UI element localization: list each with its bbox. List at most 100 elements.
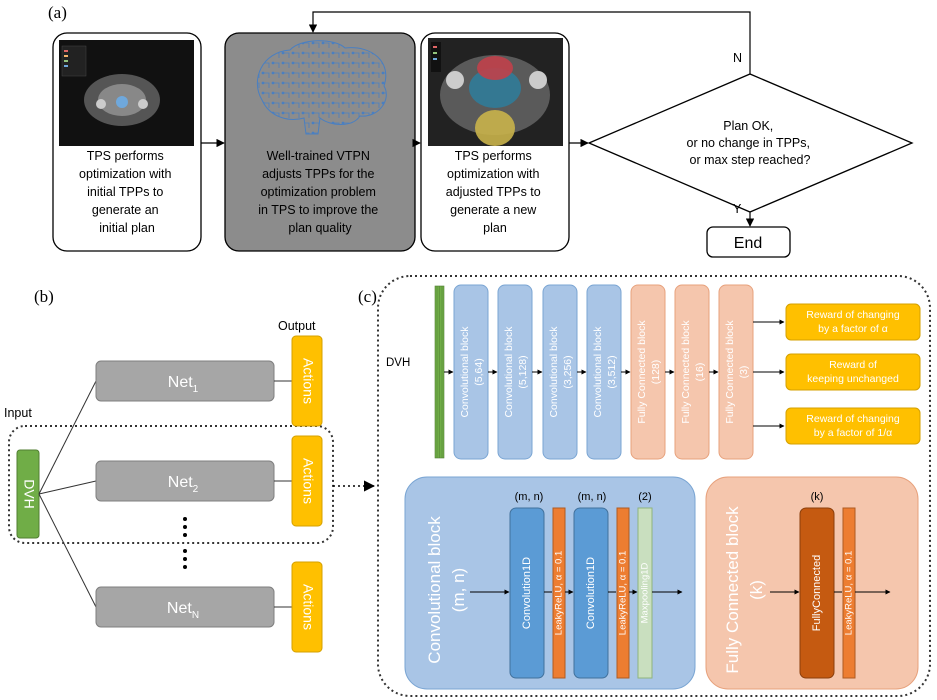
step1-line1: TPS performs <box>87 149 164 163</box>
reward-unchanged: Reward of keeping unchanged <box>785 353 921 391</box>
netN-name: Net <box>167 600 192 617</box>
no-label: N <box>733 51 742 65</box>
svg-text:Convolutional block(m, n): Convolutional block(m, n) <box>425 516 468 664</box>
step2-box: Well-trained VTPN adjusts TPPs for the o… <box>224 32 416 252</box>
svg-text:Convolutional block(3,256): Convolutional block(3,256) <box>548 326 574 418</box>
svg-text:Plan OK, or no change in: Plan OK, or no change in TPPs, or max st… <box>687 119 814 167</box>
leakyrelu-layer-1 <box>552 507 566 679</box>
step2-line5: plan quality <box>288 221 352 235</box>
netN: NetN <box>95 586 275 628</box>
conv1d-layer-2-label: Convolution1D <box>585 557 597 629</box>
conv-block-detail: Convolutional block(m, n) (m, n) (m, n) … <box>404 476 696 690</box>
step3-line5: plan <box>483 221 507 235</box>
block-conv-1: Convolutional block(5,64) <box>453 284 489 460</box>
decision-diamond: Plan OK, or no change in TPPs, or max st… <box>587 73 914 213</box>
conv1-label: (m, n) <box>515 491 544 503</box>
block-conv-1-name: Convolutional block <box>459 326 471 418</box>
svg-text:Convolutional block(5,128): Convolutional block(5,128) <box>503 326 529 418</box>
block-fc-3: Fully Connected block(3) <box>718 284 754 460</box>
panel-c-outline <box>377 275 931 697</box>
block-fc-3-params: (3) <box>738 366 750 379</box>
step1-line5: initial plan <box>99 221 155 235</box>
reward-1-line2: by a factor of α <box>818 323 888 335</box>
svg-text:Fully Connected block(3): Fully Connected block(3) <box>724 320 750 424</box>
decision-line1: Plan OK, <box>723 119 773 133</box>
svg-text:Convolutional block(5,64): Convolutional block(5,64) <box>459 326 485 418</box>
panel-c-label: (c) <box>358 287 377 306</box>
block-conv-3: Convolutional block(3,256) <box>542 284 578 460</box>
fan-line-net2 <box>38 480 97 495</box>
block-conv-1-params: (5,64) <box>473 358 485 385</box>
net1-name: Net <box>168 374 193 391</box>
conv2-label: (m, n) <box>578 491 607 503</box>
ellipsis-dots <box>183 517 187 569</box>
svg-text:Well-trained VTPN adjust: Well-trained VTPN adjusts TPPs for the o… <box>258 149 381 235</box>
svg-text:TPS performs optimizatio: TPS performs optimization with adjusted … <box>446 149 544 235</box>
svg-text:NetN: NetN <box>167 600 199 621</box>
step2-line3: optimization problem <box>261 185 376 199</box>
brain-icon <box>256 40 387 135</box>
actions-2-label: Actions <box>300 458 316 504</box>
conv1d-layer-2 <box>573 507 609 679</box>
fan-line-net1 <box>38 380 97 495</box>
arrow-no-loop <box>308 11 751 74</box>
block-fc-3-name: Fully Connected block <box>724 320 736 424</box>
block-conv-2-name: Convolutional block <box>503 326 515 418</box>
reward-2-line1: Reward of <box>829 359 877 371</box>
yes-label: Y <box>733 202 742 216</box>
decision-line2: or no change in TPPs, <box>687 136 810 150</box>
svg-text:Convolutional block(3,512): Convolutional block(3,512) <box>592 326 618 418</box>
actions-1: Actions <box>291 335 323 427</box>
block-conv-3-name: Convolutional block <box>548 326 560 418</box>
step2-line1: Well-trained VTPN <box>267 149 370 163</box>
block-conv-4: Convolutional block(3,512) <box>586 284 622 460</box>
block-conv-4-name: Convolutional block <box>592 326 604 418</box>
panel-b-label: (b) <box>34 287 54 306</box>
net1: Net1 <box>95 360 275 402</box>
svg-text:Net1: Net1 <box>168 374 199 395</box>
block-fc-2-params: (16) <box>694 363 706 382</box>
conv1d-layer-1-label: Convolution1D <box>521 557 533 629</box>
decision-line3: or max step reached? <box>690 153 811 167</box>
step3-line4: generate a new <box>450 203 537 217</box>
fc-block-detail: Fully Connected block(k) (k) FullyConnec… <box>705 476 919 690</box>
net2-name: Net <box>168 474 193 491</box>
svg-text:Fully Connected block(16): Fully Connected block(16) <box>680 320 706 424</box>
output-label: Output <box>278 319 316 333</box>
fan-line-netN <box>38 493 97 608</box>
fc-leakyrelu-layer-label: LeakyReLU, α = 0.1 <box>844 551 855 635</box>
dvh-bar-label: DVH <box>386 357 410 369</box>
conv-detail-title: Convolutional block <box>425 516 444 664</box>
actions-2: Actions <box>291 435 323 527</box>
input-label: Input <box>4 406 32 420</box>
reward-3-line2: by a factor of 1/α <box>814 427 892 439</box>
step3-line1: TPS performs <box>455 149 532 163</box>
fc-detail-title: Fully Connected block <box>723 506 742 674</box>
actions-N-label: Actions <box>300 584 316 630</box>
block-conv-3-params: (3,256) <box>562 355 574 388</box>
leakyrelu-layer-2-label: LeakyReLU, α = 0.1 <box>618 551 629 635</box>
block-conv-4-params: (3,512) <box>606 355 618 388</box>
step2-line4: in TPS to improve the <box>258 203 378 217</box>
reward-2-line2: keeping unchanged <box>807 373 899 385</box>
step3-line2: optimization with <box>447 167 539 181</box>
block-fc-2: Fully Connected block(16) <box>674 284 710 460</box>
panel-a-label: (a) <box>48 3 67 22</box>
maxpool-layer-label: Maxpooling1D <box>640 562 651 623</box>
net1-sub: 1 <box>193 384 199 395</box>
block-fc-1: Fully Connected block(128) <box>630 284 666 460</box>
block-fc-1-params: (128) <box>650 360 662 385</box>
block-conv-2-params: (5,128) <box>517 355 529 388</box>
end-box <box>706 226 791 258</box>
step1-line4: generate an <box>92 203 159 217</box>
fc-detail-params: (k) <box>747 580 766 600</box>
dvh-input-label: DVH <box>21 479 37 509</box>
step1-line2: optimization with <box>79 167 171 181</box>
netN-sub: N <box>192 610 199 621</box>
actions-N: Actions <box>291 561 323 653</box>
